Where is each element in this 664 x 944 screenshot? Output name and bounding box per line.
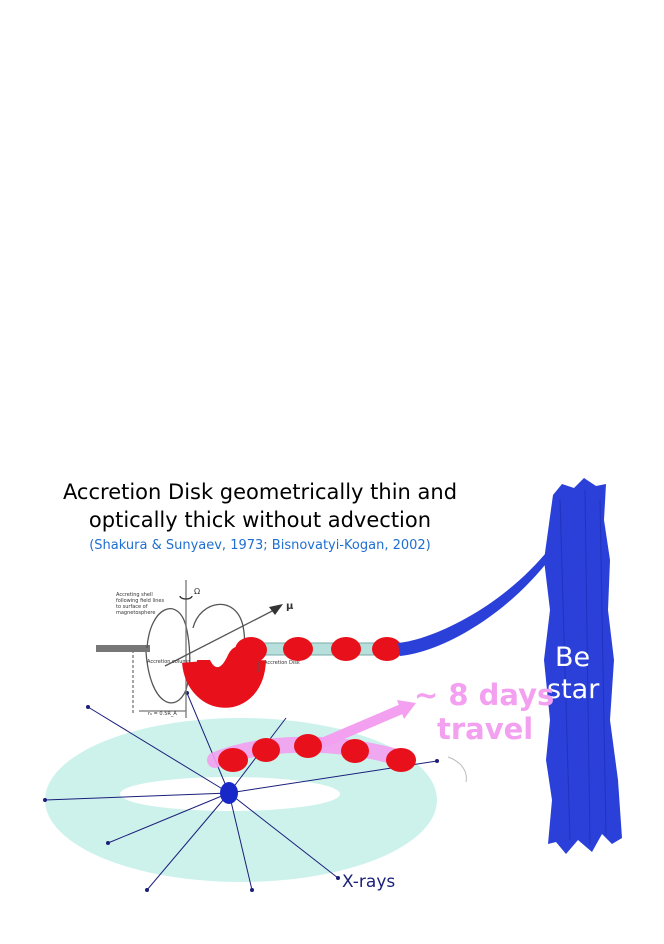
upper-blobs xyxy=(235,637,402,663)
svg-text:Ω: Ω xyxy=(194,587,200,596)
title-line-2: optically thick without advection xyxy=(88,508,432,532)
svg-text:Accreting shell: Accreting shell xyxy=(116,592,153,598)
magnetosphere-inset xyxy=(96,580,283,718)
lower-blobs xyxy=(218,734,416,772)
be-star-label-line-2: star xyxy=(547,674,600,705)
svg-text:Accretion column: Accretion column xyxy=(147,659,190,665)
travel-label-line-1: ~ 8 days xyxy=(414,678,555,712)
accretion-flow-arc xyxy=(182,658,266,708)
svg-text:magnetosphere: magnetosphere xyxy=(116,610,155,616)
travel-label-line-2: travel xyxy=(437,712,534,746)
svg-text:r₀ = 0.5R_A: r₀ = 0.5R_A xyxy=(148,711,177,717)
accretion-flow-curve xyxy=(197,646,251,693)
title-line-1: Accretion Disk geometrically thin and xyxy=(62,480,458,504)
svg-text:following field lines: following field lines xyxy=(116,598,164,604)
svg-text:μ: μ xyxy=(286,601,294,612)
be-star-streaks xyxy=(559,489,607,846)
citation: (Shakura & Sunyaev, 1973; Bisnovatyi-Kog… xyxy=(89,538,431,553)
be-star-label-line-1: Be xyxy=(555,642,591,673)
faint-arc xyxy=(447,756,467,783)
mass-transfer-stream xyxy=(398,548,552,656)
svg-text:Accretion Disk: Accretion Disk xyxy=(264,660,300,666)
be-star xyxy=(544,478,622,854)
neutron-star xyxy=(220,782,238,804)
accretion-disk xyxy=(45,718,437,882)
svg-text:to surface of: to surface of xyxy=(116,604,148,610)
x-rays-label: X-rays xyxy=(342,872,396,892)
